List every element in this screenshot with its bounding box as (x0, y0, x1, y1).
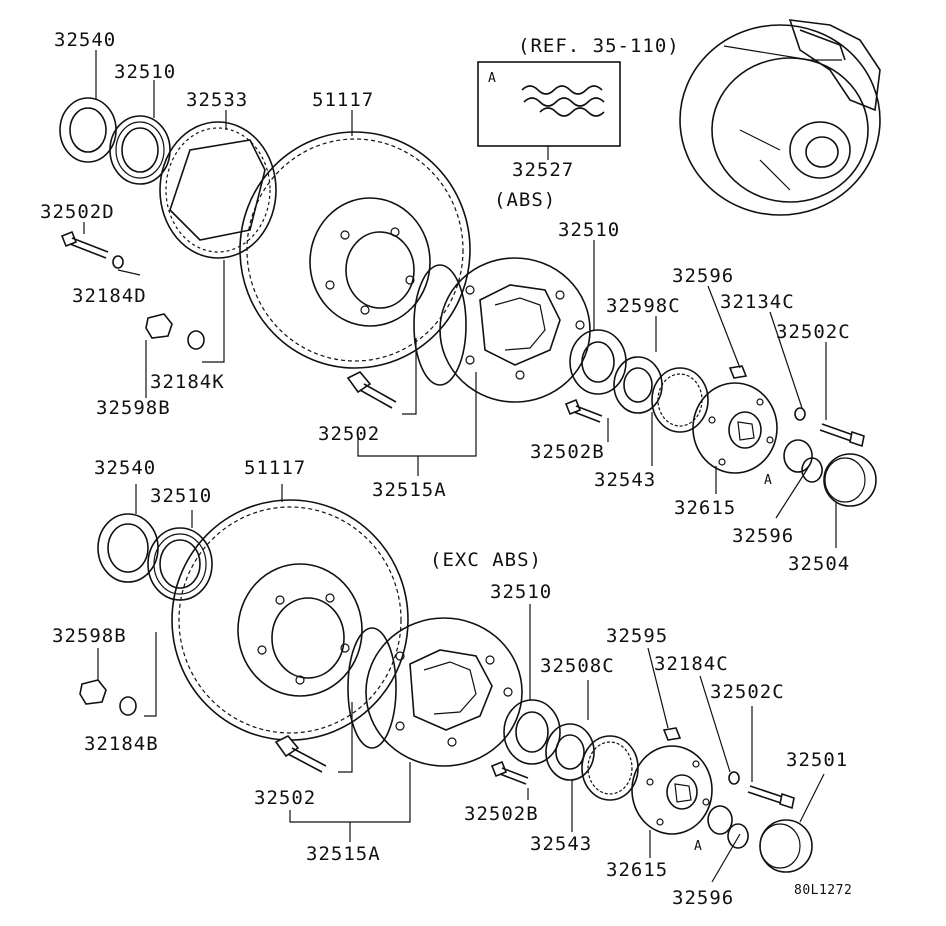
label-32502-bottom: 32502 (254, 787, 316, 809)
brake-disc-bottom (171, 499, 409, 741)
label-32510-bottom-2: 32510 (490, 581, 552, 603)
bolt-32502c-top (819, 423, 865, 448)
label-32184b: 32184B (84, 733, 159, 755)
caliper-reference-drawing (679, 19, 881, 216)
part-labels: 32540 32510 32533 51117 (REF. 35-110) A … (40, 29, 852, 909)
hub-cap-bottom (759, 819, 813, 873)
dust-cover-top (159, 121, 277, 259)
label-32595: 32595 (606, 625, 668, 647)
label-32502-top: 32502 (318, 423, 380, 445)
label-32543-bottom: 32543 (530, 833, 592, 855)
leader-lines-bottom (97, 484, 825, 883)
label-32504: 32504 (788, 553, 850, 575)
outer-bearing-race-top (59, 97, 117, 163)
washer-32184b-bottom (119, 696, 137, 716)
hub-cap-top (823, 453, 877, 507)
label-32510-bottom: 32510 (150, 485, 212, 507)
label-32508c: 32508C (540, 655, 615, 677)
label-32502c-bottom: 32502C (710, 681, 785, 703)
label-32596-bottom: 32596 (672, 887, 734, 909)
label-32184c: 32184C (654, 653, 729, 675)
label-32527: 32527 (512, 159, 574, 181)
label-32184k: 32184K (150, 371, 225, 393)
snap-ring-bottom (707, 805, 749, 849)
label-32184d: 32184D (72, 285, 147, 307)
snap-ring-top (783, 439, 823, 483)
bolt-32596-top (728, 365, 748, 379)
bolt-32502-bottom (274, 735, 327, 773)
bearing-bottom (147, 527, 213, 601)
label-32533-top: 32533 (186, 89, 248, 111)
label-32134c: 32134C (720, 291, 795, 313)
label-32515a-top: 32515A (372, 479, 447, 501)
label-32501: 32501 (786, 749, 848, 771)
flange-bottom (631, 745, 713, 835)
detail-box-a (477, 61, 621, 147)
label-32598b-top: 32598B (96, 397, 171, 419)
label-51117-top: 51117 (312, 89, 374, 111)
bolt-32502d-top (60, 230, 109, 259)
label-ref: (REF. 35-110) (518, 35, 680, 57)
label-32515a-bottom: 32515A (306, 843, 381, 865)
label-exc-abs: (EXC ABS) (430, 549, 542, 571)
bolt-32502b-bottom (490, 760, 529, 785)
label-32502b-top: 32502B (530, 441, 605, 463)
label-32598b-bottom: 32598B (52, 625, 127, 647)
inner-bearing-bottom (503, 699, 595, 781)
hub-top (413, 257, 591, 403)
label-32510-top: 32510 (114, 61, 176, 83)
label-32540-top: 32540 (54, 29, 116, 51)
label-32502c-top: 32502C (776, 321, 851, 343)
inner-bearing-top (569, 329, 663, 414)
label-32510-top-2: 32510 (558, 219, 620, 241)
bolt-32595-bottom (662, 727, 682, 741)
label-code: 80L1272 (794, 883, 852, 898)
label-32543-top: 32543 (594, 469, 656, 491)
label-32502b-bottom: 32502B (464, 803, 539, 825)
bolt-32502c-bottom (747, 785, 795, 810)
nut-32598b-top (145, 313, 173, 339)
label-51117-bottom: 51117 (244, 457, 306, 479)
spring-coil-a (521, 85, 605, 117)
bolt-32502b-top (564, 398, 603, 423)
washer-32184k-top (187, 330, 205, 350)
label-32596-top-2: 32596 (732, 525, 794, 547)
flange-top (692, 382, 778, 474)
leader-lines-top (83, 45, 842, 548)
label-32502d: 32502D (40, 201, 115, 223)
washer-32184c-bottom (728, 771, 740, 785)
label-32598c: 32598C (606, 295, 681, 317)
label-32540-bottom: 32540 (94, 457, 156, 479)
label-32615-top: 32615 (674, 497, 736, 519)
label-a-bottom: A (694, 839, 702, 854)
nut-32598b-bottom (79, 679, 107, 705)
label-box-a: A (488, 71, 496, 86)
lock-washer-top (651, 367, 709, 433)
hub-bottom (347, 617, 523, 767)
label-32615-bottom: 32615 (606, 859, 668, 881)
label-32596-top: 32596 (672, 265, 734, 287)
bolt-32502-top (346, 371, 397, 409)
label-a-top: A (764, 473, 772, 488)
washer-32134c-top (794, 407, 806, 421)
washer-32184d-top (112, 255, 124, 269)
brake-disc-top (239, 131, 471, 369)
label-abs: (ABS) (494, 189, 556, 211)
bearing-top (109, 115, 171, 185)
